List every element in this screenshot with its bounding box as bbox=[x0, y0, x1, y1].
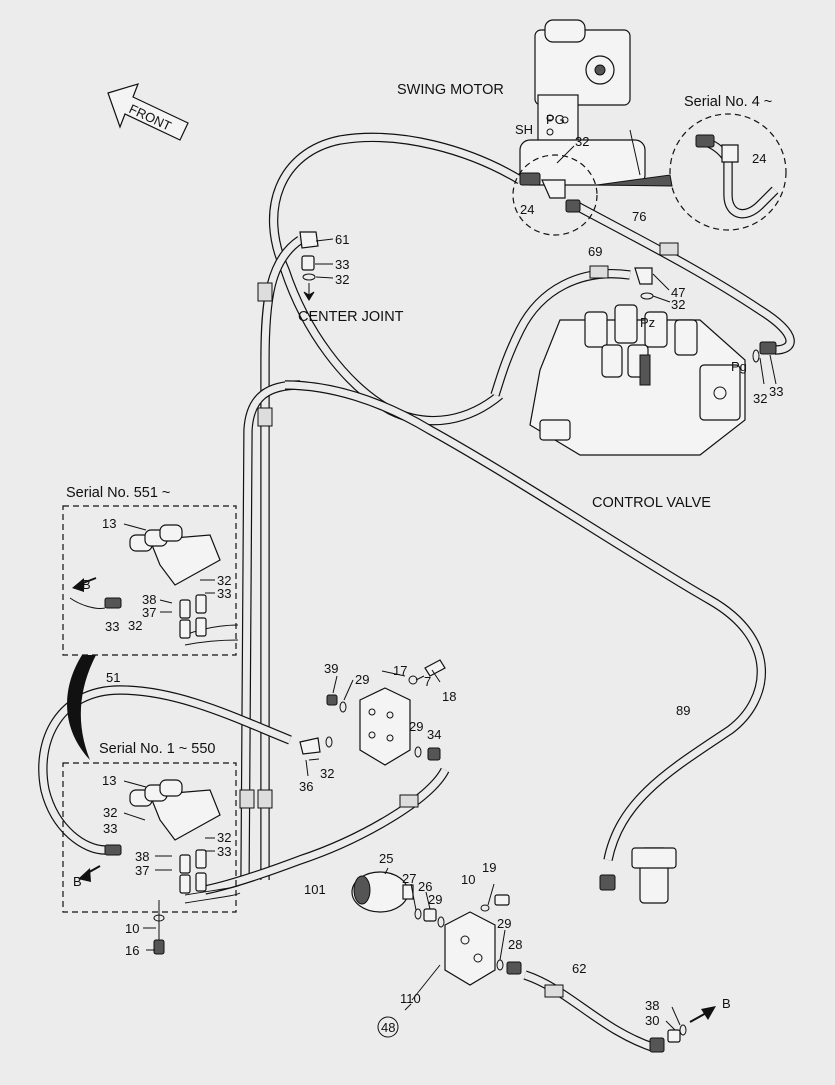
hose-sleeves bbox=[239, 242, 679, 998]
callout: 36 bbox=[299, 779, 313, 794]
callout: 38 bbox=[645, 998, 659, 1013]
hose-89 bbox=[284, 380, 766, 861]
callout: 16 bbox=[125, 943, 139, 958]
callout: 10 bbox=[125, 921, 139, 936]
callout: 33 bbox=[217, 844, 231, 859]
callout: 30 bbox=[645, 1013, 659, 1028]
callout: 33 bbox=[105, 619, 119, 634]
swing-motor-label: SWING MOTOR bbox=[397, 82, 504, 98]
port-b-1-550: B bbox=[73, 874, 82, 889]
callout: 32 bbox=[217, 573, 231, 588]
callout: 26 bbox=[418, 879, 432, 894]
hose-swing-loop bbox=[268, 132, 523, 426]
port-pg-valve: Pg bbox=[731, 359, 747, 374]
detail-circle-motor bbox=[512, 154, 598, 236]
callout: 110 bbox=[400, 991, 421, 1006]
tee-fitting-24 bbox=[541, 179, 566, 199]
callout: 17 bbox=[393, 663, 407, 678]
callout: 10 bbox=[461, 872, 475, 887]
callout: 32 bbox=[320, 766, 334, 781]
leader-lines bbox=[123, 145, 777, 1031]
callout: 25 bbox=[379, 851, 393, 866]
callout-48-circle bbox=[377, 1016, 399, 1038]
callout: 7 bbox=[424, 674, 431, 689]
serial-1-550-label: Serial No. 1 ~ 550 bbox=[99, 741, 215, 757]
callout: 27 bbox=[402, 871, 416, 886]
callout: 33 bbox=[217, 586, 231, 601]
callout: 51 bbox=[106, 670, 120, 685]
callout: 62 bbox=[572, 961, 586, 976]
serial-transition-swoosh bbox=[67, 655, 96, 760]
callout: 69 bbox=[588, 244, 602, 259]
center-joint-fittings bbox=[299, 231, 319, 301]
callout: 29 bbox=[355, 672, 369, 687]
callout: 29 bbox=[409, 719, 423, 734]
pressure-switch bbox=[599, 847, 677, 904]
callout: 89 bbox=[676, 703, 690, 718]
callout: 32 bbox=[335, 272, 349, 287]
solenoid-block-1-550 bbox=[78, 779, 221, 955]
front-arrow: FRONT bbox=[107, 83, 189, 141]
serial-551-label: Serial No. 551 ~ bbox=[66, 485, 170, 501]
port-b-bottom: B bbox=[722, 996, 731, 1011]
control-valve-label: CONTROL VALVE bbox=[592, 495, 711, 511]
swing-motor bbox=[519, 19, 646, 186]
port-sh: SH bbox=[515, 122, 533, 137]
callout: 28 bbox=[508, 937, 522, 952]
callout: 33 bbox=[335, 257, 349, 272]
control-valve bbox=[529, 267, 777, 456]
callout: 48 bbox=[381, 1020, 395, 1035]
port-pg-motor: PG bbox=[546, 112, 565, 127]
center-joint-label: CENTER JOINT bbox=[298, 309, 404, 325]
callout: 19 bbox=[482, 860, 496, 875]
callout: 29 bbox=[428, 892, 442, 907]
hose-62-end-fittings bbox=[649, 1006, 716, 1053]
callout: 47 bbox=[671, 285, 685, 300]
serial-4-label: Serial No. 4 ~ bbox=[684, 94, 772, 110]
valve-block-17 bbox=[299, 659, 446, 766]
callout: 38 bbox=[135, 849, 149, 864]
callout: 37 bbox=[142, 605, 156, 620]
callout: 32 bbox=[128, 618, 142, 633]
callout: 24 bbox=[520, 202, 534, 217]
callout: 29 bbox=[497, 916, 511, 931]
callout: 101 bbox=[304, 882, 326, 897]
port-pz: Pz bbox=[640, 315, 655, 330]
callout: 32 bbox=[753, 391, 767, 406]
port-b-551: B bbox=[82, 577, 91, 592]
callout: 32 bbox=[217, 830, 231, 845]
hose-center-down-1 bbox=[260, 236, 303, 880]
callout: 39 bbox=[324, 661, 338, 676]
callout: 18 bbox=[442, 689, 456, 704]
callout: 32 bbox=[671, 297, 685, 312]
callout: 32 bbox=[575, 134, 589, 149]
callout: 38 bbox=[142, 592, 156, 607]
valve-block-110 bbox=[444, 894, 522, 986]
callout: 61 bbox=[335, 232, 349, 247]
callout: 33 bbox=[103, 821, 117, 836]
serial-4-detail bbox=[596, 113, 787, 231]
callout: 24 bbox=[752, 151, 766, 166]
callout: 32 bbox=[103, 805, 117, 820]
callout: 76 bbox=[632, 209, 646, 224]
callout-numbers: 32 24 24 76 61 33 32 69 47 32 32 33 13 3… bbox=[102, 134, 783, 1035]
solenoid-block-551 bbox=[72, 524, 221, 639]
callout: 33 bbox=[769, 384, 783, 399]
callout: 13 bbox=[102, 773, 116, 788]
callout: 13 bbox=[102, 516, 116, 531]
callout: 34 bbox=[427, 727, 441, 742]
callout: 37 bbox=[135, 863, 149, 878]
